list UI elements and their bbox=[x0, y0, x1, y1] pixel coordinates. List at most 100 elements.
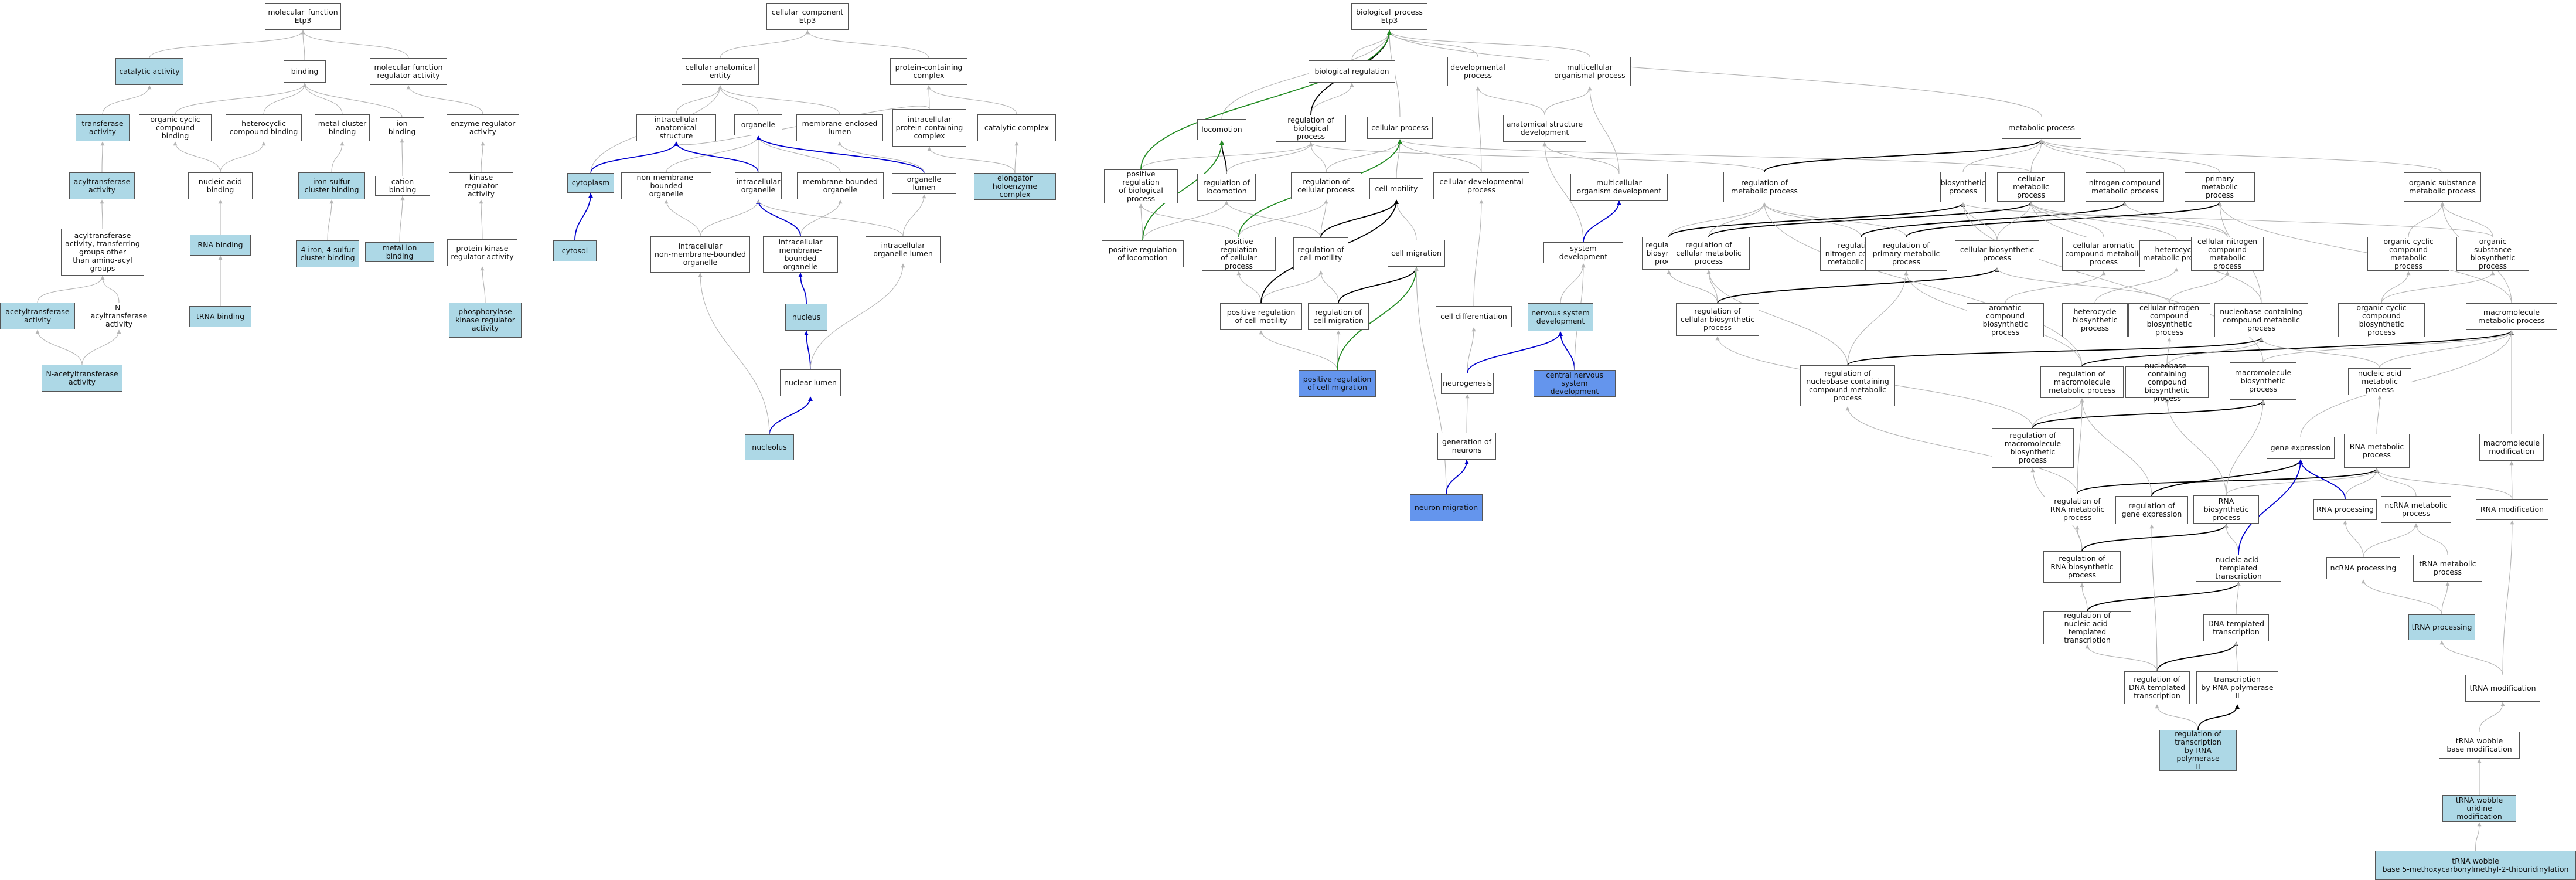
go-term-mfreg[interactable]: molecular function regulator activity bbox=[370, 58, 447, 85]
go-term-ionb[interactable]: ion binding bbox=[380, 117, 424, 138]
go-term-prl[interactable]: positive regulation of locomotion bbox=[1102, 240, 1184, 267]
go-term-rbp[interactable]: regulation of biological process bbox=[1276, 115, 1346, 142]
go-term-osbp[interactable]: organic substance biosynthetic process bbox=[2456, 237, 2529, 271]
go-term-nbcbp[interactable]: nucleobase-containing compound biosynthe… bbox=[2125, 362, 2209, 403]
go-term-occbp[interactable]: organic cyclic compound biosynthetic pro… bbox=[2338, 303, 2425, 337]
go-term-cp[interactable]: cellular process bbox=[1367, 117, 1433, 139]
go-term-io[interactable]: intracellular organelle bbox=[735, 172, 782, 199]
go-term-cdp[interactable]: cellular developmental process bbox=[1433, 172, 1529, 199]
go-term-rcp[interactable]: regulation of cellular process bbox=[1291, 172, 1361, 199]
go-term-inmbo[interactable]: intracellular non-membrane-bounded organ… bbox=[650, 236, 750, 273]
go-term-kinreg[interactable]: kinase regulator activity bbox=[449, 172, 513, 199]
go-term-rnamp[interactable]: RNA metabolic process bbox=[2344, 434, 2410, 468]
go-term-phos[interactable]: phosphorylase kinase regulator activity bbox=[449, 303, 522, 338]
go-term-mf[interactable]: molecular_function Etp3 bbox=[265, 3, 341, 30]
go-term-trnamod[interactable]: tRNA modification bbox=[2465, 675, 2540, 702]
go-term-asd[interactable]: anatomical structure development bbox=[1503, 115, 1586, 142]
go-term-rcm[interactable]: regulation of cell motility bbox=[1293, 237, 1348, 270]
go-term-rpmp[interactable]: regulation of primary metabolic process bbox=[1865, 237, 1947, 271]
go-term-wobbleu[interactable]: tRNA wobble uridine modification bbox=[2442, 795, 2516, 822]
go-term-rtrpol[interactable]: regulation of transcription by RNA polym… bbox=[2159, 730, 2237, 771]
go-term-rnatt[interactable]: regulation of nucleic acid-templated tra… bbox=[2043, 611, 2131, 644]
go-term-nsd[interactable]: nervous system development bbox=[1528, 303, 1593, 331]
go-term-rnamod[interactable]: RNA modification bbox=[2476, 499, 2548, 520]
go-term-nucleolus[interactable]: nucleolus bbox=[745, 434, 794, 460]
go-term-cbp[interactable]: cellular biosynthetic process bbox=[1955, 240, 2039, 267]
go-term-wobble[interactable]: tRNA wobble base modification bbox=[2439, 732, 2520, 759]
go-term-gexp[interactable]: gene expression bbox=[2267, 437, 2335, 459]
go-term-cmp[interactable]: cellular metabolic process bbox=[1997, 172, 2065, 202]
go-term-rcmig[interactable]: regulation of cell migration bbox=[1308, 303, 1369, 330]
go-term-ncrnaproc[interactable]: ncRNA processing bbox=[2326, 557, 2400, 579]
go-term-cncbp[interactable]: cellular nitrogen compound biosynthetic … bbox=[2128, 303, 2210, 337]
go-term-natt[interactable]: nucleic acid-templated transcription bbox=[2196, 555, 2281, 582]
go-term-trnaproc[interactable]: tRNA processing bbox=[2408, 614, 2475, 640]
go-term-metclus[interactable]: metal cluster binding bbox=[315, 114, 370, 141]
go-term-ncmp[interactable]: nitrogen compound metabolic process bbox=[2086, 172, 2164, 202]
go-term-prcmig[interactable]: positive regulation of cell migration bbox=[1299, 370, 1376, 397]
go-term-hbp[interactable]: heterocycle biosynthetic process bbox=[2062, 303, 2128, 337]
go-term-neurog[interactable]: neurogenesis bbox=[1441, 373, 1494, 394]
go-term-acyl[interactable]: acyltransferase activity bbox=[69, 172, 135, 199]
go-term-rcmp[interactable]: regulation of cellular metabolic process bbox=[1668, 237, 1750, 270]
go-term-prcp[interactable]: positive regulation of cellular process bbox=[1202, 237, 1276, 271]
go-term-nmbo[interactable]: non-membrane-bounded organelle bbox=[621, 172, 711, 199]
go-term-rmbp[interactable]: regulation of macromolecule biosynthetic… bbox=[1992, 428, 2074, 468]
go-term-rnab[interactable]: RNA binding bbox=[190, 235, 251, 256]
go-term-nab[interactable]: nucleic acid binding bbox=[188, 172, 253, 199]
go-term-bio[interactable]: biosynthetic process bbox=[1940, 172, 1986, 202]
go-term-wobblem[interactable]: tRNA wobble base 5-methoxycarbonylmethyl… bbox=[2375, 851, 2576, 880]
go-term-dev[interactable]: developmental process bbox=[1447, 57, 1508, 86]
go-term-enzreg[interactable]: enzyme regulator activity bbox=[447, 114, 519, 141]
go-term-nacetyl[interactable]: N-acetyltransferase activity bbox=[42, 365, 122, 392]
go-term-dtt[interactable]: DNA-templated transcription bbox=[2203, 614, 2269, 641]
go-term-osmp[interactable]: organic substance metabolic process bbox=[2404, 172, 2481, 202]
go-term-genneu[interactable]: generation of neurons bbox=[1437, 433, 1496, 460]
go-term-ias[interactable]: intracellular anatomical structure bbox=[636, 114, 716, 141]
go-term-cnsd[interactable]: central nervous system development bbox=[1534, 370, 1616, 397]
go-term-nmig[interactable]: neuron migration bbox=[1410, 494, 1483, 521]
go-term-cytosol[interactable]: cytosol bbox=[553, 240, 597, 261]
go-term-metab[interactable]: metabolic process bbox=[2002, 117, 2081, 139]
go-term-nlumen[interactable]: nuclear lumen bbox=[780, 369, 841, 396]
go-term-fes[interactable]: iron-sulfur cluster binding bbox=[298, 172, 365, 199]
go-term-mmmod[interactable]: macromolecule modification bbox=[2479, 434, 2544, 461]
go-term-mbo[interactable]: membrane-bounded organelle bbox=[797, 172, 884, 199]
go-term-loco[interactable]: locomotion bbox=[1197, 119, 1246, 140]
go-term-ocyc[interactable]: organic cyclic compound binding bbox=[139, 114, 212, 141]
go-term-acyl2[interactable]: acyltransferase activity, transferring g… bbox=[61, 229, 144, 276]
go-term-nbcmp[interactable]: nucleobase-containing compound metabolic… bbox=[2214, 303, 2308, 337]
go-term-prcm[interactable]: positive regulation of cell motility bbox=[1220, 303, 1302, 330]
go-term-cyto[interactable]: cytoplasm bbox=[567, 173, 614, 193]
go-term-pcc[interactable]: protein-containing complex bbox=[890, 58, 967, 85]
go-term-cmot[interactable]: cell motility bbox=[1369, 178, 1423, 199]
go-term-rnbcbp[interactable]: regulation of nucleobase-containing comp… bbox=[1800, 365, 1895, 406]
go-term-nucleus[interactable]: nucleus bbox=[785, 304, 827, 331]
go-term-trnamp[interactable]: tRNA metabolic process bbox=[2413, 555, 2482, 582]
go-term-metionb[interactable]: metal ion binding bbox=[365, 242, 434, 262]
go-term-camp[interactable]: cellular aromatic compound metabolic pro… bbox=[2062, 237, 2145, 271]
go-term-rdtt[interactable]: regulation of DNA-templated transcriptio… bbox=[2124, 671, 2190, 704]
go-term-mod[interactable]: multicellular organism development bbox=[1570, 174, 1668, 201]
go-term-rrnabp[interactable]: regulation of RNA biosynthetic process bbox=[2043, 551, 2121, 583]
go-term-cmig[interactable]: cell migration bbox=[1388, 240, 1445, 267]
go-term-rcbp[interactable]: regulation of cellular biosynthetic proc… bbox=[1676, 303, 1759, 336]
go-term-rnabp[interactable]: RNA biosynthetic process bbox=[2193, 495, 2259, 524]
go-term-elong[interactable]: elongator holoenzyme complex bbox=[974, 173, 1056, 200]
go-term-rmp[interactable]: regulation of metabolic process bbox=[1723, 172, 1805, 202]
go-term-rrmp[interactable]: regulation of RNA metabolic process bbox=[2045, 494, 2110, 525]
go-term-cdiff[interactable]: cell differentiation bbox=[1436, 306, 1512, 327]
go-term-org[interactable]: organelle bbox=[734, 114, 782, 135]
go-term-trpol[interactable]: transcription by RNA polymerase II bbox=[2196, 671, 2278, 704]
go-term-acetyl[interactable]: acetyltransferase activity bbox=[0, 303, 75, 329]
go-term-rloco[interactable]: regulation of locomotion bbox=[1197, 174, 1256, 201]
go-term-hetb[interactable]: heterocyclic compound binding bbox=[226, 114, 302, 141]
go-term-occmp[interactable]: organic cyclic compound metabolic proces… bbox=[2367, 237, 2449, 271]
go-term-ipcc[interactable]: intracellular protein-containing complex bbox=[892, 109, 966, 147]
go-term-trnab[interactable]: tRNA binding bbox=[189, 306, 251, 327]
go-term-cae[interactable]: cellular anatomical entity bbox=[682, 58, 759, 85]
go-term-catb[interactable]: cation binding bbox=[375, 176, 430, 196]
go-term-ol[interactable]: organelle lumen bbox=[892, 173, 956, 194]
go-term-cc[interactable]: cellular_component Etp3 bbox=[766, 3, 849, 30]
go-term-namp[interactable]: nucleic acid metabolic process bbox=[2348, 368, 2411, 395]
